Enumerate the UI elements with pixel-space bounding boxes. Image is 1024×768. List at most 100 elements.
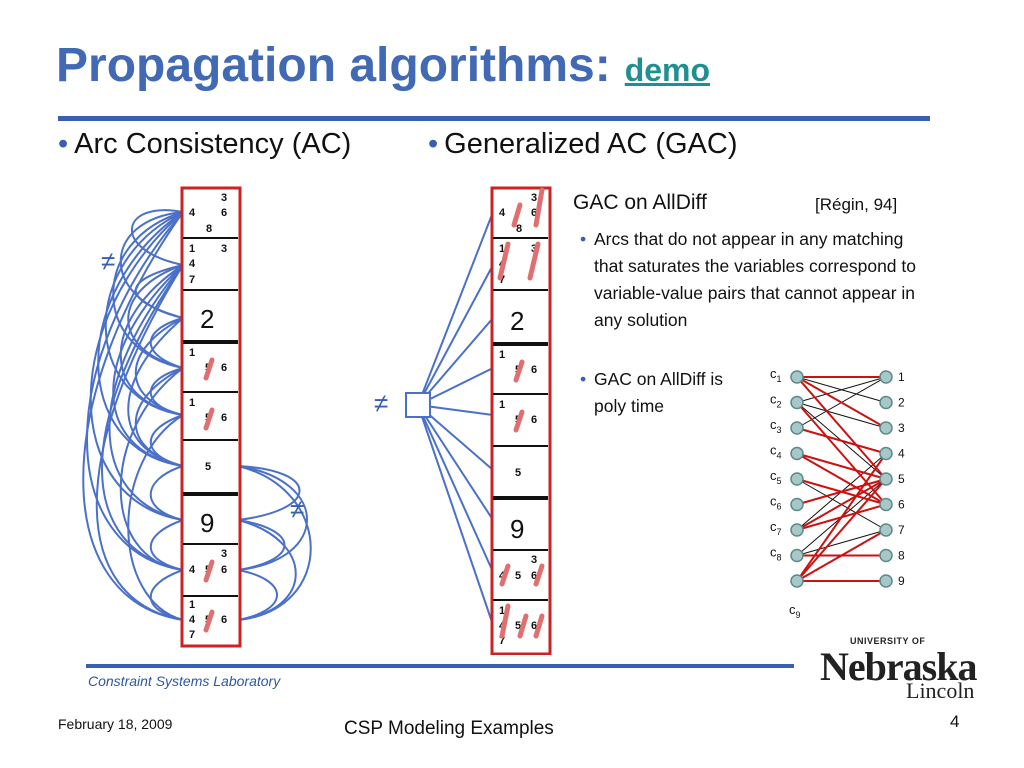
value-label: 9 — [898, 574, 905, 588]
logo-nebraska: Nebraska — [820, 644, 977, 689]
not-equal-symbol: ≠ — [290, 494, 304, 524]
footer-divider — [86, 664, 794, 668]
not-equal-symbol: ≠ — [374, 388, 388, 418]
svg-text:1: 1 — [499, 349, 505, 361]
logo-university: UNIVERSITY OF — [850, 636, 926, 646]
variable-label: c5 — [770, 468, 782, 486]
svg-text:6: 6 — [531, 364, 537, 376]
value-node — [879, 446, 893, 461]
svg-text:1: 1 — [499, 605, 505, 617]
svg-text:6: 6 — [221, 362, 227, 374]
svg-text:3: 3 — [221, 548, 227, 560]
value-label: 1 — [898, 370, 905, 384]
gac-point-poly-text: GAC on AllDiff is poly time — [594, 369, 724, 416]
page-number: 4 — [950, 712, 960, 731]
footer-subject: CSP Modeling Examples — [344, 718, 554, 739]
matching-edges — [796, 376, 887, 582]
svg-text:1: 1 — [189, 347, 195, 359]
variable-label: c7 — [770, 519, 782, 537]
svg-text:5: 5 — [515, 467, 521, 479]
bullet-ac-text: Arc Consistency (AC) — [74, 128, 352, 160]
bullet-dot: • — [580, 229, 587, 249]
pruned-value-strikes — [497, 187, 545, 639]
unl-logo: UNIVERSITY OF Nebraska Lincoln — [820, 636, 977, 703]
fixed-value-9: 9 — [200, 508, 214, 538]
variable-label: c8 — [770, 545, 782, 563]
matching-edge — [796, 427, 887, 455]
svg-text:1: 1 — [189, 397, 195, 409]
matching-edge — [796, 376, 887, 480]
variable-label: c3 — [770, 417, 782, 435]
bullet-ac: •Arc Consistency (AC) — [58, 128, 351, 161]
variable-node — [790, 472, 804, 486]
lab-name: Constraint Systems Laboratory — [88, 673, 281, 689]
value-node — [879, 395, 893, 410]
bullet-dot: • — [428, 128, 439, 160]
value-node — [879, 497, 893, 512]
svg-text:8: 8 — [516, 223, 522, 235]
gac-point-arcs: •Arcs that do not appear in any matching… — [580, 226, 934, 334]
variable-node — [790, 395, 804, 410]
variable-label: c1 — [770, 366, 782, 384]
value-edge — [796, 376, 887, 403]
value-label: 6 — [898, 498, 905, 512]
variable-node — [790, 574, 804, 588]
svg-text:4: 4 — [499, 207, 506, 219]
svg-text:5: 5 — [515, 570, 521, 582]
bullet-dot: • — [58, 128, 69, 160]
svg-text:7: 7 — [189, 274, 195, 286]
variable-label: c6 — [770, 494, 782, 512]
svg-text:4: 4 — [189, 614, 196, 626]
bullet-dot: • — [580, 369, 587, 389]
pruned-value-strikes — [203, 357, 215, 633]
value-node — [879, 548, 893, 563]
variable-label: c4 — [770, 443, 782, 461]
matching-edge — [796, 452, 887, 480]
variable-node — [790, 446, 804, 461]
svg-text:7: 7 — [499, 635, 505, 647]
svg-text:7: 7 — [189, 629, 195, 641]
value-edge — [796, 402, 887, 429]
svg-text:4: 4 — [189, 258, 196, 270]
citation: [Régin, 94] — [815, 195, 898, 214]
demo-link[interactable]: demo — [624, 52, 711, 88]
value-label: 7 — [898, 523, 905, 537]
fixed-value-2: 2 — [200, 304, 214, 334]
svg-text:3: 3 — [531, 554, 537, 566]
value-label: 2 — [898, 396, 905, 410]
value-label: 5 — [898, 472, 905, 486]
variable-node — [790, 548, 804, 563]
svg-text:5: 5 — [205, 461, 211, 473]
svg-text:4: 4 — [189, 564, 196, 576]
bullet-gac-text: Generalized AC (GAC) — [444, 128, 738, 160]
bullet-gac: •Generalized AC (GAC) — [428, 128, 737, 161]
matching-edge — [796, 376, 887, 429]
svg-text:7: 7 — [499, 274, 505, 286]
value-edge — [796, 529, 887, 556]
value-label: 8 — [898, 549, 905, 563]
svg-text:4: 4 — [189, 207, 196, 219]
svg-text:5: 5 — [515, 620, 521, 632]
value-node — [879, 421, 893, 435]
svg-text:6: 6 — [531, 414, 537, 426]
svg-text:6: 6 — [531, 620, 537, 632]
svg-text:3: 3 — [221, 192, 227, 204]
matching-edge — [796, 452, 887, 582]
variable-label: c2 — [770, 392, 782, 410]
value-node — [879, 523, 893, 537]
svg-text:3: 3 — [221, 243, 227, 255]
svg-text:6: 6 — [221, 207, 227, 219]
svg-text:1: 1 — [189, 243, 195, 255]
fixed-value-9: 9 — [510, 514, 524, 544]
matching-edge — [796, 401, 887, 506]
footer-date: February 18, 2009 — [58, 716, 173, 732]
variable-node — [790, 421, 804, 435]
matching-edge — [796, 529, 887, 582]
title-divider — [58, 116, 930, 121]
value-node — [879, 370, 893, 384]
